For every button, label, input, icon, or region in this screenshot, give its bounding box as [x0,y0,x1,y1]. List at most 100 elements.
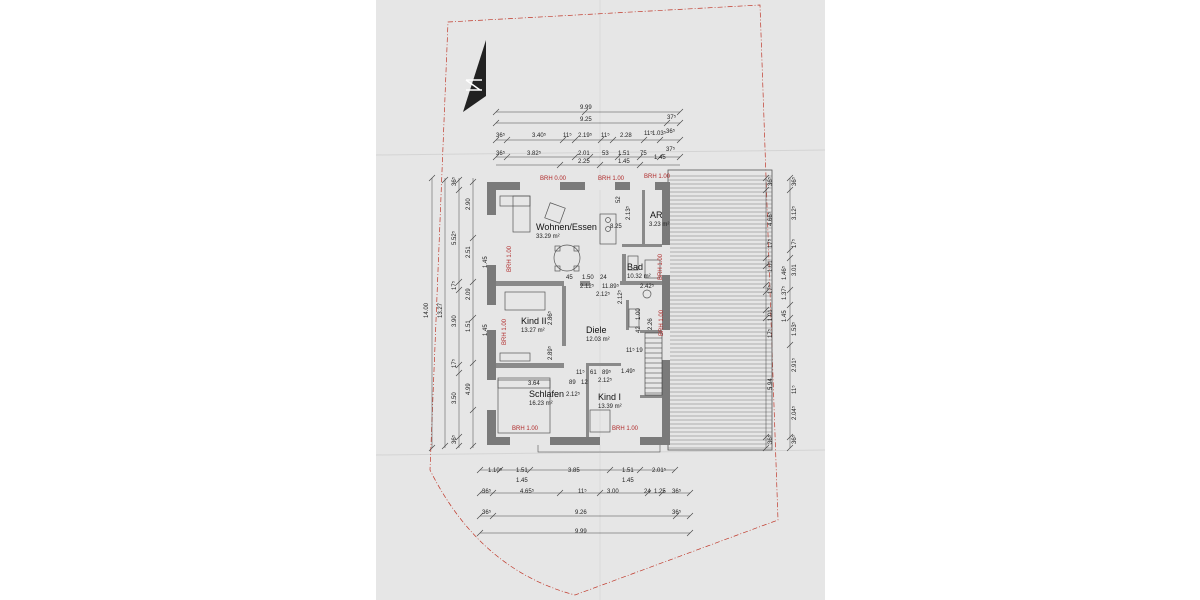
dimension-tick [441,176,449,184]
dimension-text: 89 [569,380,576,386]
brh-label: BRH 1.00 [612,426,639,432]
dimension-text: 3.12⁵ [791,205,798,220]
dimension-text: 17⁵ [767,238,774,248]
dimension-tick [469,442,477,450]
brh-label: BRH 1.00 [502,318,508,345]
dimension-tick [676,153,684,161]
dimension-text: 17⁵ [767,284,774,294]
room-name-wohnen: Wohnen/Essen [536,222,597,232]
window-openings [487,182,670,445]
dimension-text: 9.99 [575,529,587,535]
room-name-kind1: Kind I [598,392,621,402]
dimension-text: 53 [602,151,609,157]
dimension-text: 52 [616,196,622,203]
dimension-tick [476,466,484,474]
dimension-text: 14.00 [424,302,430,318]
dimension-text: 1.45 [483,256,489,268]
dimension-text: 2.42⁵ [640,283,655,290]
dimension-text: 3.64 [528,381,540,387]
dimension-text: 24 [600,275,607,281]
dimension-tick [503,153,511,161]
dimension-tick [636,153,644,161]
dimension-text: 11.89⁵ [602,283,620,290]
dimension-tick [762,314,770,322]
dimension-text: 17⁵ [767,328,774,338]
dimension-text: 2.86⁵ [547,310,554,325]
brh-label: BRH 1.00 [512,426,539,432]
dimension-tick [476,512,484,520]
dimension-text: 1.45 [654,155,666,161]
dimension-text: 1.53⁵ [791,321,798,336]
dimension-tick [762,254,770,262]
dimension-tick [786,301,794,309]
dimension-text: 5.94 [768,378,774,390]
dimension-tick [762,444,770,452]
dimension-text: 36⁵ [482,509,492,516]
dimension-text: 2.26 [648,318,654,330]
dimension-text: 2.01 [578,151,590,157]
interior-dimensions: 52 2.13⁵ 1.50 24 45 2.12⁵ 11.89⁵ 2.12⁵ 2… [528,196,655,398]
room-name-bad: Bad [627,262,643,272]
dimension-tick [496,466,504,474]
dimension-text: 8.25 [610,224,622,230]
dimension-tick [455,369,463,377]
dimension-text: 13.27 [438,302,444,318]
dimension-text: 11⁵ [626,347,635,354]
top-dimension-lines [496,111,680,166]
dimension-text: 1.01 [768,260,774,272]
dimension-ticks [428,108,794,537]
dimension-tick [489,489,497,497]
dimension-text: 12 [581,380,588,386]
dimension-tick [586,153,594,161]
dimension-tick [469,406,477,414]
dimension-tick [762,281,770,289]
dimension-text: 3.40⁵ [532,132,547,139]
dimension-text: 1.10⁵ [488,467,503,474]
dimension-tick [606,466,614,474]
dimension-tick [469,178,477,186]
room-area-bad: 10.32 m² [627,274,651,280]
dimension-text: 1.45 [618,159,630,165]
dimension-text: 3.82⁵ [527,150,542,157]
dimension-tick [656,136,664,144]
dimension-text: 3.50 [452,392,458,404]
dimension-text: 61 [590,370,597,376]
dimension-text: 36⁵ [672,509,682,516]
dimension-tick [489,512,497,520]
dimension-tick [656,153,664,161]
brh-label: BRH 1.00 [507,245,513,272]
room-area-schlafen: 16.23 m² [529,401,553,407]
dimension-text: 2.04⁵ [791,405,798,420]
dimension-text: 17⁵ [451,280,458,290]
dimension-tick [581,108,589,116]
dimension-text: 1.46⁵ [781,265,788,280]
dimension-tick [556,161,564,169]
dimension-tick [686,529,694,537]
dimension-text: 1.51 [516,468,528,474]
dimension-tick [663,119,671,127]
terrace-hatch-lines [668,175,772,449]
dimension-tick [636,466,644,474]
dimension-text: 1.50 [582,275,594,281]
dimension-tick [476,529,484,537]
dimension-tick [559,136,567,144]
dimension-text: 2.09 [466,288,472,300]
dimension-text: 89⁵ [602,369,612,376]
dimension-text: 1.51 [618,151,630,157]
dimension-text: 1.00 [636,308,642,320]
dimension-tick [686,489,694,497]
dimension-tick [786,254,794,262]
dimension-tick [469,278,477,286]
dimension-tick [676,136,684,144]
dimension-tick [455,186,463,194]
dimension-text: 2.01⁵ [652,467,667,474]
dimension-text: 2.19⁵ [578,132,593,139]
dimension-text: 11⁵ [578,488,587,495]
stair-treads [645,337,662,394]
dimension-text: 17⁵ [791,238,798,248]
dimension-tick [455,176,463,184]
dimension-text: 36⁵ [672,488,682,495]
dimension-text: 1.45 [483,324,489,336]
left-dimensions: 14.00 13.27 36⁵ 5.52⁵ 17⁵ 3.90 17⁵ 3.50 … [424,176,489,444]
right-dimensions: 36⁵ 4.66⁵ 17⁵ 1.01 17⁵ 1.01 17⁵ 5.94 36⁵… [767,176,798,444]
